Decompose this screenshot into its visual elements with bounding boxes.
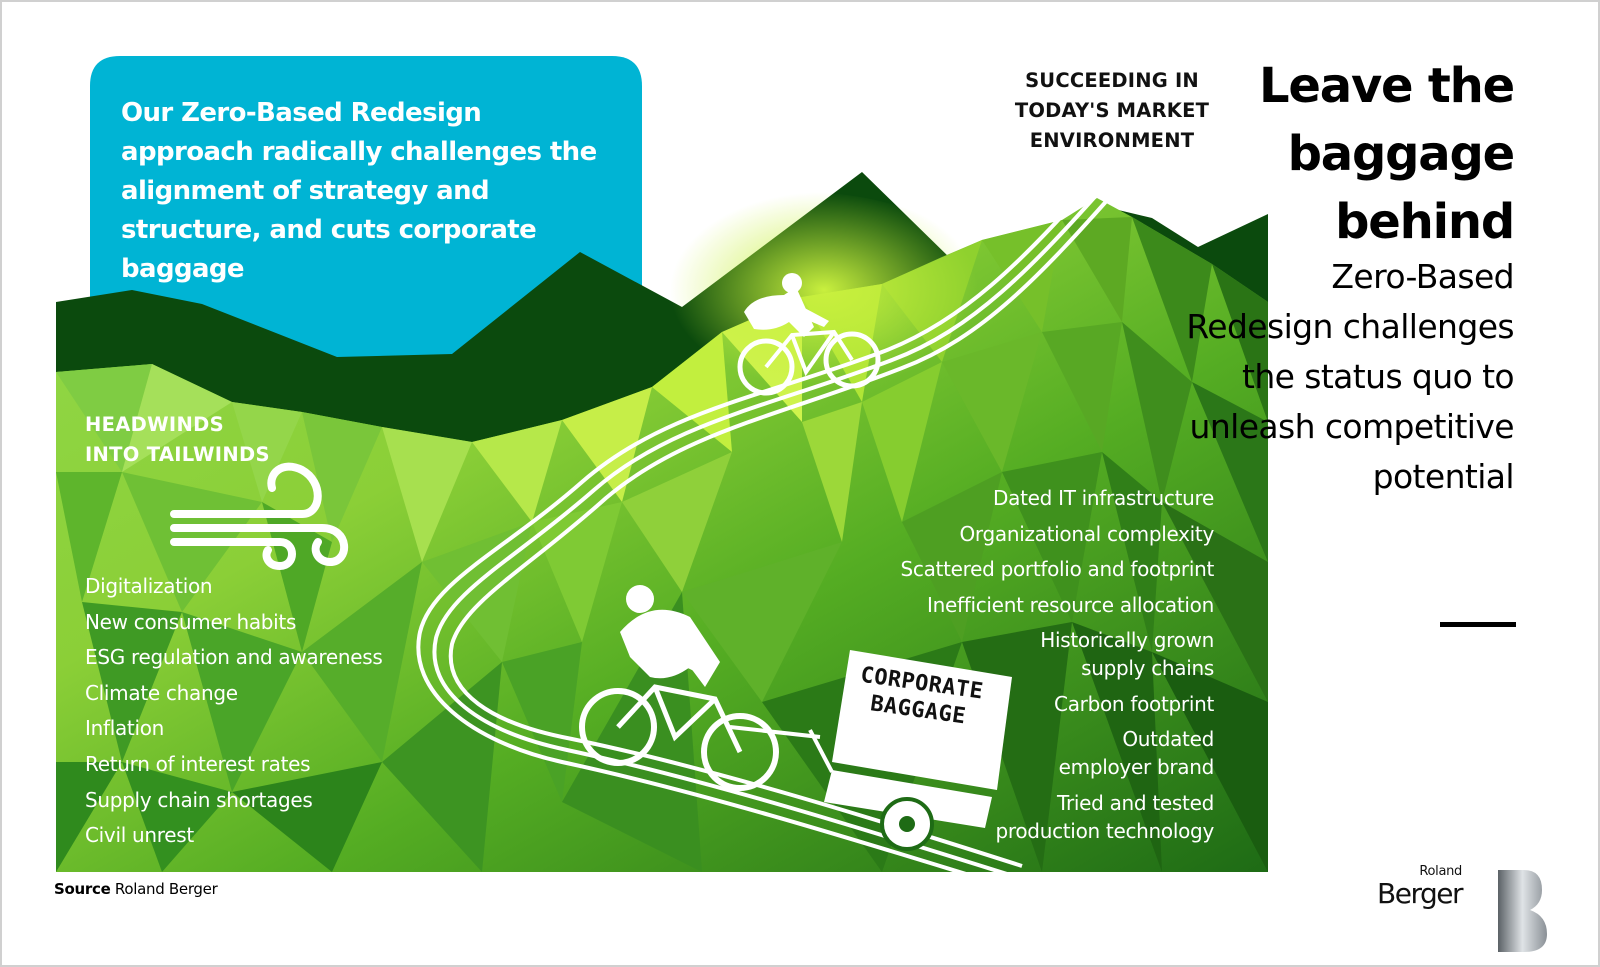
list-item: Historically grown supply chains (1040, 628, 1214, 680)
source-label: Source (54, 880, 111, 898)
trailer-icon (808, 650, 1012, 851)
logo-big-text: Berger (1377, 877, 1463, 910)
list-item: Inflation (85, 716, 165, 741)
headwinds-list: Digitalization New consumer habits ESG r… (85, 569, 383, 854)
baggage-list: Dated IT infrastructure Organizational c… (901, 484, 1215, 852)
page-subtitle: Zero-Based Redesign challenges the statu… (1186, 257, 1514, 496)
wind-icon (170, 462, 348, 571)
list-item: Scattered portfolio and footprint (900, 557, 1215, 581)
list-item: Civil unrest (85, 823, 194, 848)
berger-b-logo-icon (1498, 870, 1547, 952)
list-item: Inefficient resource allocation (927, 592, 1214, 617)
list-item: Organizational complexity (959, 521, 1214, 546)
page-title: Leave the baggage behind (1259, 58, 1515, 250)
list-item: Supply chain shortages (85, 787, 313, 812)
list-item: Tried and tested production technology (995, 790, 1214, 843)
logo-small-text: Roland (1419, 864, 1462, 879)
list-item: Climate change (85, 680, 238, 705)
headwinds-label: HEADWINDS INTO TAILWINDS (85, 413, 270, 466)
source-text: Roland Berger (114, 880, 218, 898)
divider (1440, 622, 1516, 627)
source-note: Source Roland Berger (54, 880, 218, 898)
summit-label: SUCCEEDING IN TODAY'S MARKET ENVIRONMENT (1014, 69, 1210, 152)
roland-berger-logo: Roland Berger (1372, 864, 1463, 910)
cyclist-bottom-icon (579, 585, 821, 791)
approach-callout: Our Zero-Based Redesign approach radical… (121, 98, 597, 284)
list-item: Digitalization (85, 574, 213, 598)
list-item: ESG regulation and awareness (85, 645, 383, 670)
cyclist-top-icon (737, 273, 881, 396)
list-item: Carbon footprint (1054, 691, 1214, 716)
list-item: Outdated employer brand (1058, 727, 1215, 779)
list-item: New consumer habits (85, 609, 297, 634)
list-item: Dated IT infrastructure (993, 486, 1214, 510)
list-item: Return of interest rates (85, 751, 311, 776)
